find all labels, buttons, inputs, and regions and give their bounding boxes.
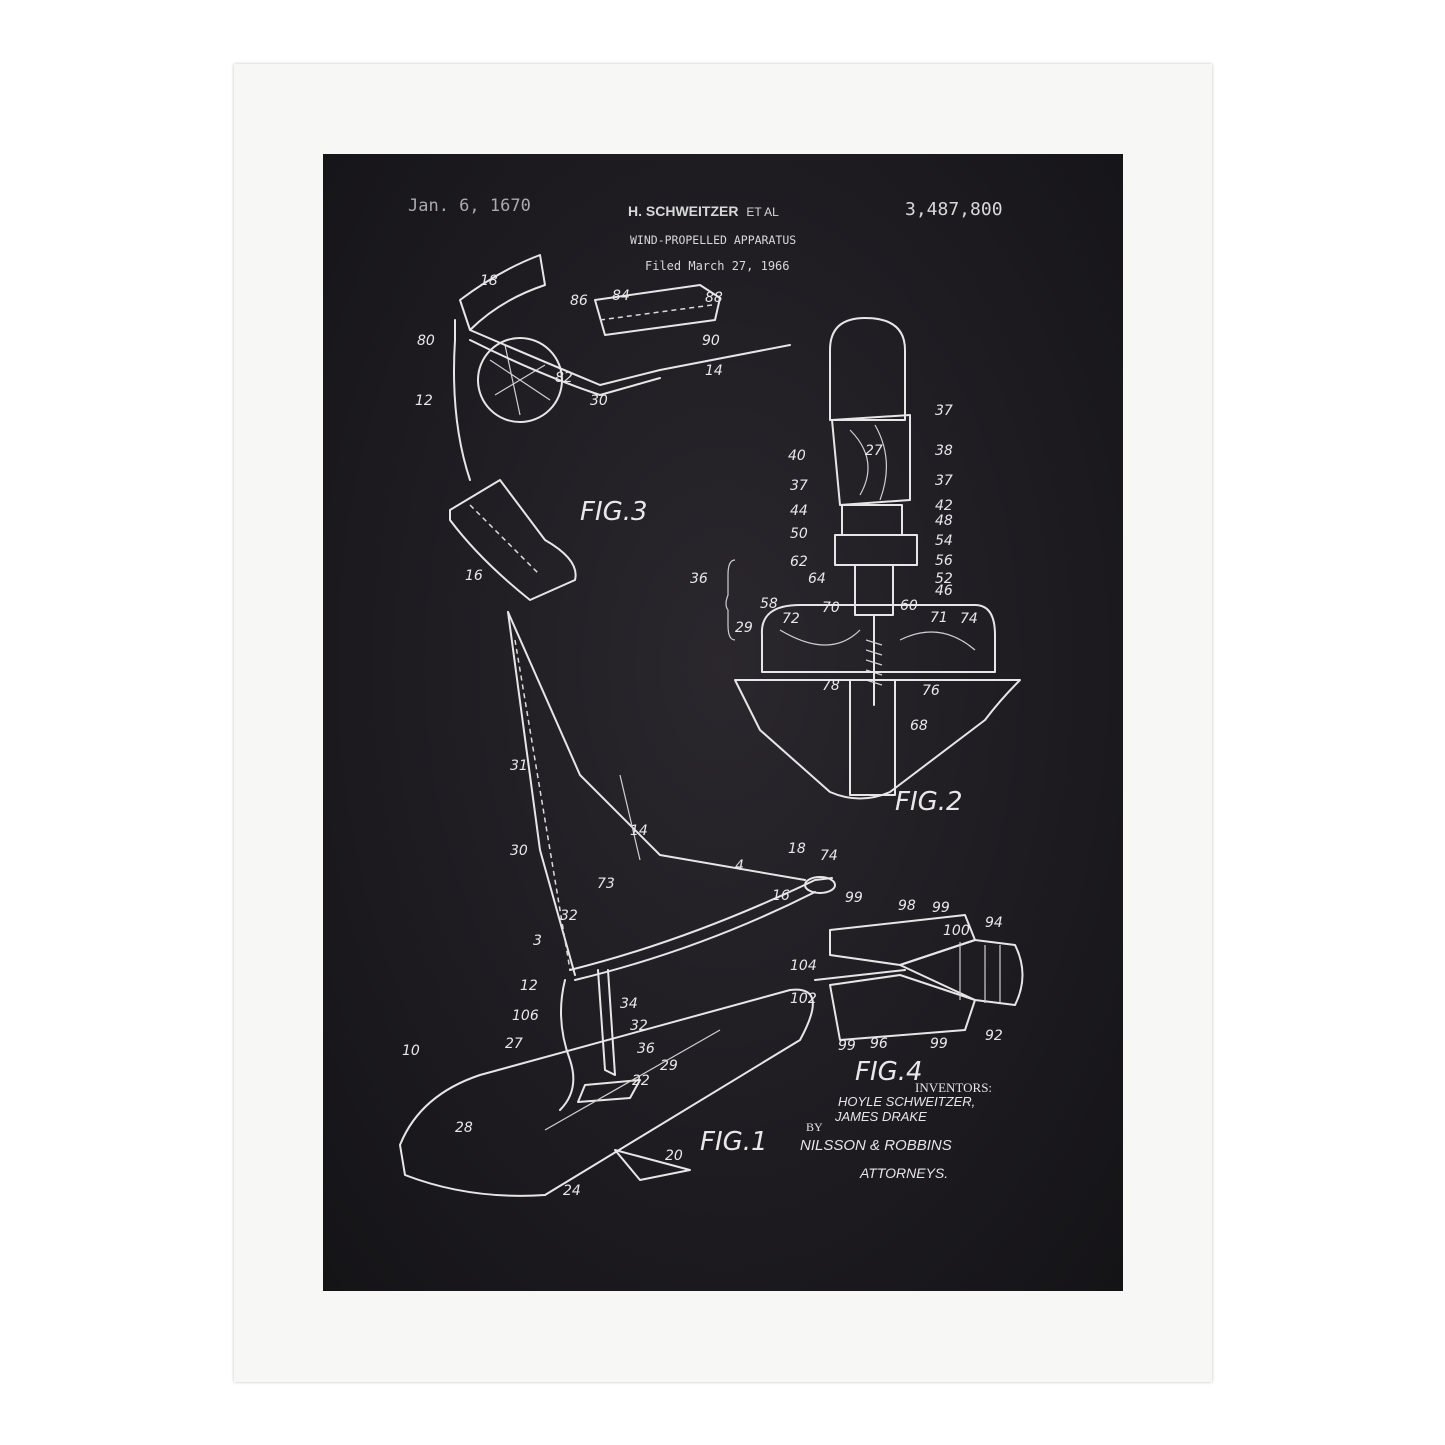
- callout-fig2-14: 52: [935, 571, 953, 587]
- callout-fig1-20: 20: [665, 1148, 683, 1164]
- callout-fig2-11: 56: [935, 553, 953, 569]
- callout-fig2-15: 46: [935, 583, 953, 599]
- callout-fig1-9: 3: [533, 933, 542, 949]
- callout-fig2-6: 42: [935, 498, 953, 514]
- fig2-label: FIG.2: [895, 787, 963, 817]
- callout-fig4-4: 94: [985, 915, 1003, 931]
- callout-fig2-16: 36: [690, 571, 708, 587]
- fig1-drawing: FIG.1: [399, 611, 836, 1197]
- callout-fig3-10: 16: [465, 568, 483, 584]
- callout-fig2-25: 76: [922, 683, 940, 699]
- callout-fig2-8: 48: [935, 513, 953, 529]
- callout-fig2-4: 37: [790, 478, 808, 494]
- callout-fig2-13: 64: [808, 571, 826, 587]
- callout-fig4-1: 98: [898, 898, 916, 914]
- callout-fig2-0: 37: [935, 403, 953, 419]
- callout-fig3-6: 80: [417, 333, 435, 349]
- callout-fig3-5: 14: [705, 363, 723, 379]
- callout-fig3-8: 30: [590, 393, 608, 409]
- callout-fig2-17: 58: [760, 596, 778, 612]
- callout-fig1-11: 34: [620, 996, 638, 1012]
- callout-fig2-23: 29: [735, 620, 753, 636]
- callout-fig4-6: 102: [790, 991, 817, 1007]
- callout-fig2-7: 44: [790, 503, 808, 519]
- et-al: ET AL: [746, 205, 779, 219]
- callout-fig4-9: 96: [870, 1036, 888, 1052]
- inventor-1: HOYLE SCHWEITZER,: [838, 1094, 976, 1109]
- callout-fig1-18: 10: [402, 1043, 420, 1059]
- callout-fig1-13: 32: [630, 1018, 648, 1034]
- inventor-name: H. SCHWEITZER: [628, 203, 739, 219]
- callout-fig1-15: 36: [637, 1041, 655, 1057]
- callout-fig1-14: 27: [505, 1036, 523, 1052]
- callout-fig2-3: 38: [935, 443, 953, 459]
- callout-fig2-22: 74: [960, 611, 978, 627]
- callout-fig3-3: 90: [702, 333, 720, 349]
- callout-fig4-3: 100: [943, 923, 970, 939]
- callout-fig4-2: 99: [932, 900, 950, 916]
- callout-fig1-1: 14: [630, 823, 648, 839]
- callout-fig1-3: 18: [788, 841, 806, 857]
- callout-fig1-8: 32: [560, 908, 578, 924]
- callout-fig4-8: 99: [838, 1038, 856, 1054]
- fig3-drawing: FIG.3: [449, 254, 791, 601]
- by-label: BY: [806, 1120, 823, 1134]
- callout-fig2-24: 78: [822, 678, 840, 694]
- filed-date: Filed March 27, 1966: [645, 259, 790, 273]
- callout-fig2-21: 71: [930, 610, 948, 626]
- attorneys-name: NILSSON & ROBBINS: [800, 1137, 952, 1154]
- patent-number: 3,487,800: [905, 199, 1003, 220]
- fig1-label: FIG.1: [700, 1127, 768, 1157]
- callout-fig2-1: 40: [788, 448, 806, 464]
- callout-fig1-16: 29: [660, 1058, 678, 1074]
- patent-date: Jan. 6, 1670: [408, 196, 531, 216]
- callout-fig1-4: 74: [820, 848, 838, 864]
- callout-fig2-20: 72: [782, 611, 800, 627]
- callout-fig2-12: 62: [790, 554, 808, 570]
- fig4-label: FIG.4: [855, 1057, 923, 1087]
- callout-fig3-9: 12: [415, 393, 433, 409]
- callout-fig1-21: 24: [563, 1183, 581, 1199]
- callout-fig2-26: 68: [910, 718, 928, 734]
- fig4-drawing: FIG.4: [814, 914, 1024, 1087]
- callout-fig1-12: 106: [512, 1008, 539, 1024]
- callout-fig1-5: 4: [735, 858, 744, 874]
- attorneys-label: ATTORNEYS.: [860, 1165, 949, 1181]
- callout-fig1-17: 22: [632, 1073, 650, 1089]
- callout-fig3-1: 84: [612, 288, 630, 304]
- fig3-label: FIG.3: [580, 497, 648, 527]
- inventors-label: INVENTORS:: [915, 1080, 993, 1095]
- callout-fig1-10: 12: [520, 978, 538, 994]
- callout-fig4-5: 104: [790, 958, 817, 974]
- inventor-2: JAMES DRAKE: [835, 1109, 927, 1124]
- callout-fig2-2: 27: [865, 443, 883, 459]
- fig2-drawing: FIG.2: [725, 317, 1021, 817]
- callout-fig1-6: 16: [772, 888, 790, 904]
- callout-fig1-19: 28: [455, 1120, 473, 1136]
- patent-title: WIND-PROPELLED APPARATUS: [630, 233, 797, 247]
- callout-fig2-18: 70: [822, 600, 840, 616]
- callout-fig1-0: 31: [510, 758, 528, 774]
- callout-fig3-4: 18: [480, 273, 498, 289]
- inventor-line: H. SCHWEITZER ET AL: [628, 203, 779, 219]
- callout-fig2-10: 54: [935, 533, 953, 549]
- callout-fig2-5: 37: [935, 473, 953, 489]
- callout-fig3-2: 88: [705, 290, 723, 306]
- callout-fig1-7: 73: [597, 876, 615, 892]
- callout-fig3-7: 82: [555, 370, 573, 386]
- callout-fig3-0: 86: [570, 293, 588, 309]
- callout-fig2-19: 60: [900, 598, 918, 614]
- callout-fig4-0: 99: [845, 890, 863, 906]
- callout-fig4-7: 92: [985, 1028, 1003, 1044]
- patent-poster-chalkboard: [323, 154, 1123, 1291]
- callout-fig2-9: 50: [790, 526, 808, 542]
- callout-fig4-10: 99: [930, 1036, 948, 1052]
- callout-fig1-2: 30: [510, 843, 528, 859]
